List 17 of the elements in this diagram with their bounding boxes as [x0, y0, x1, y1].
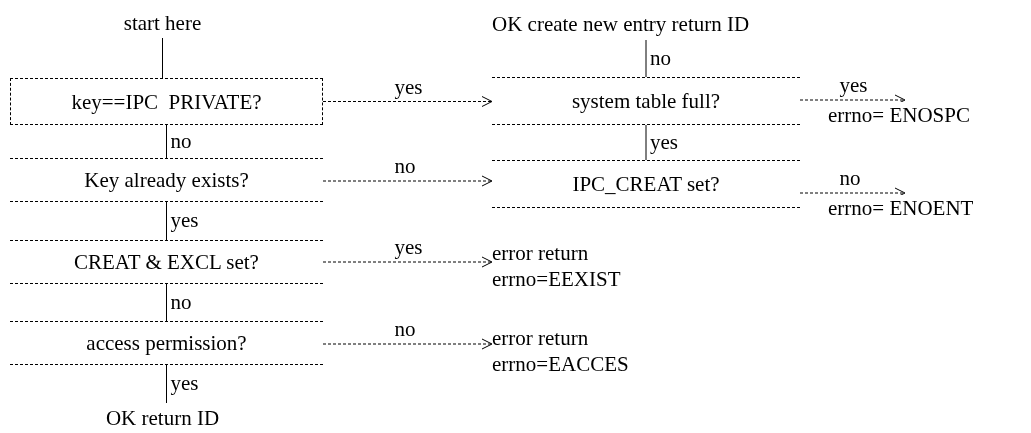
connector-line — [166, 201, 167, 241]
connector-line — [166, 364, 167, 404]
arrow — [322, 96, 493, 107]
decision-box — [10, 158, 323, 202]
decision-box — [10, 78, 323, 125]
arrow — [322, 175, 493, 187]
connector-line — [162, 37, 163, 79]
connector-line — [166, 283, 167, 322]
decision-box — [10, 321, 323, 365]
arrow — [322, 338, 493, 350]
connector-line — [645, 39, 647, 78]
connector-line — [645, 124, 647, 161]
connector-line — [166, 124, 167, 159]
arrow — [322, 256, 493, 268]
decision-box — [492, 160, 800, 208]
decision-box — [492, 77, 800, 125]
decision-box — [10, 240, 323, 284]
